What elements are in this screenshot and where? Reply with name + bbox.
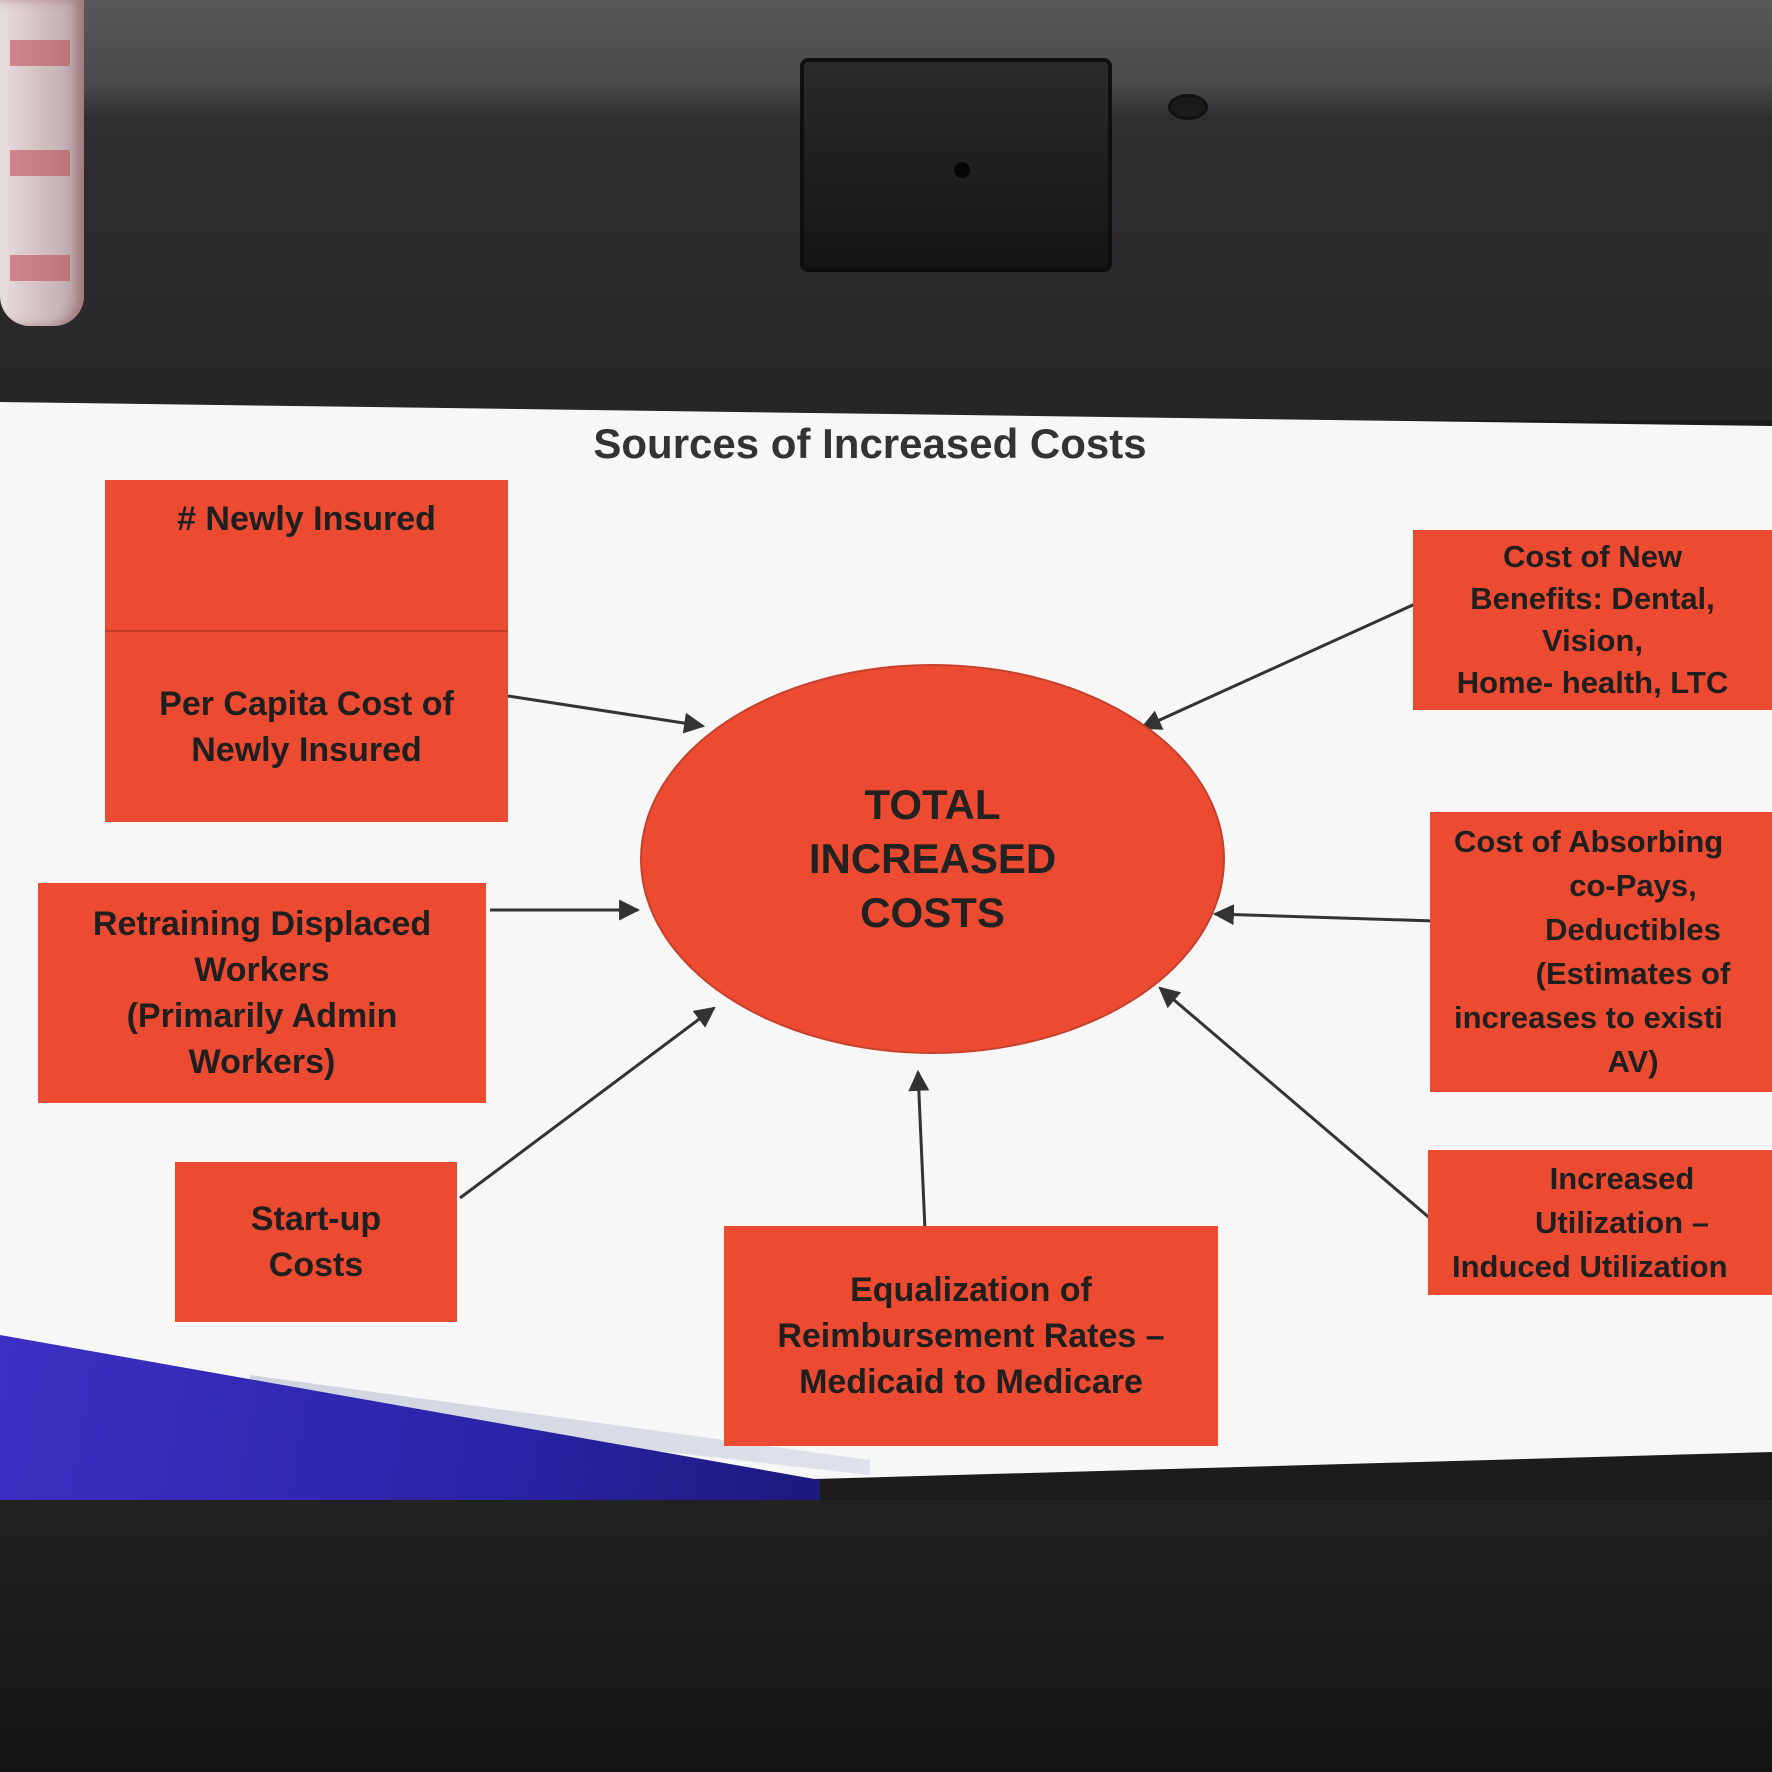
newly-insured-box: # Newly Insured Per Capita Cost of Newly… (105, 480, 508, 822)
new-benefits-line: Benefits: Dental, (1470, 581, 1715, 616)
retraining-line: Retraining Displaced (92, 905, 432, 943)
center-line: TOTAL (864, 781, 1001, 828)
projector-lens (954, 162, 970, 178)
utilization-line: Utilization – (1535, 1204, 1709, 1240)
flag-pole (0, 0, 84, 326)
absorbing-line: Deductibles (1545, 912, 1721, 947)
startup-line: Start-up (250, 1200, 382, 1238)
new-benefits-box: Cost of New Benefits: Dental, Vision, Ho… (1413, 530, 1772, 710)
newly-insured-label: # Newly Insured (177, 500, 436, 538)
per-capita-section: Per Capita Cost of Newly Insured (105, 634, 508, 820)
arrow-startup (459, 1006, 716, 1200)
utilization-line: Induced Utilization (1452, 1248, 1728, 1284)
projector (800, 58, 1112, 272)
flag-stripe (10, 40, 70, 66)
absorbing-line: Cost of Absorbing (1454, 824, 1724, 859)
ceiling-mount (1168, 94, 1208, 120)
absorbing-box: Cost of Absorbing co-Pays, Deductibles (… (1430, 812, 1772, 1092)
flag-stripe (10, 150, 70, 176)
arrow-equalization (908, 1069, 930, 1231)
utilization-line: Increased (1549, 1160, 1695, 1196)
total-increased-costs-node: TOTAL INCREASED COSTS (640, 664, 1225, 1054)
retraining-box: Retraining Displaced Workers (Primarily … (38, 883, 486, 1103)
center-line: INCREASED (808, 835, 1057, 882)
center-line: COSTS (860, 889, 1005, 936)
absorbing-line: increases to existi (1454, 1000, 1723, 1035)
retraining-line: Workers (194, 951, 330, 989)
newly-insured-top-section: # Newly Insured (105, 480, 508, 632)
startup-box: Start-up Costs (175, 1162, 457, 1322)
startup-line: Costs (268, 1246, 364, 1284)
per-capita-line: Newly Insured (191, 731, 422, 769)
new-benefits-line: Home- health, LTC (1456, 665, 1729, 700)
floor (0, 1500, 1772, 1772)
arrow-newly-insured (507, 694, 706, 734)
retraining-line: (Primarily Admin (126, 997, 398, 1035)
equalization-line: Medicaid to Medicare (799, 1363, 1143, 1401)
equalization-line: Equalization of (850, 1271, 1092, 1309)
absorbing-line: AV) (1607, 1044, 1659, 1079)
slide-title: Sources of Increased Costs (593, 420, 1147, 467)
flag-stripe (10, 255, 70, 281)
new-benefits-line: Cost of New (1502, 539, 1683, 574)
equalization-box: Equalization of Reimbursement Rates – Me… (724, 1226, 1218, 1446)
arrow-utilization (1158, 986, 1433, 1222)
utilization-box: Increased Utilization – Induced Utilizat… (1428, 1150, 1772, 1295)
per-capita-line: Per Capita Cost of (159, 685, 454, 723)
retraining-line: Workers) (188, 1043, 336, 1081)
new-benefits-line: Vision, (1541, 623, 1644, 658)
absorbing-line: (Estimates of (1535, 956, 1731, 991)
absorbing-line: co-Pays, (1569, 868, 1697, 903)
equalization-line: Reimbursement Rates – (777, 1317, 1165, 1355)
arrow-new-benefits (1140, 602, 1416, 730)
arrow-absorbing (1212, 904, 1436, 926)
